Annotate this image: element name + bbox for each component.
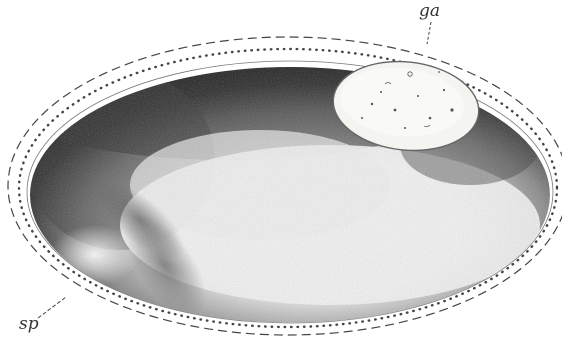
label-ga: ga	[419, 3, 440, 20]
label-sp: sp	[19, 316, 39, 333]
sp-leader-line	[38, 297, 66, 318]
ga-leader-line	[427, 22, 431, 44]
